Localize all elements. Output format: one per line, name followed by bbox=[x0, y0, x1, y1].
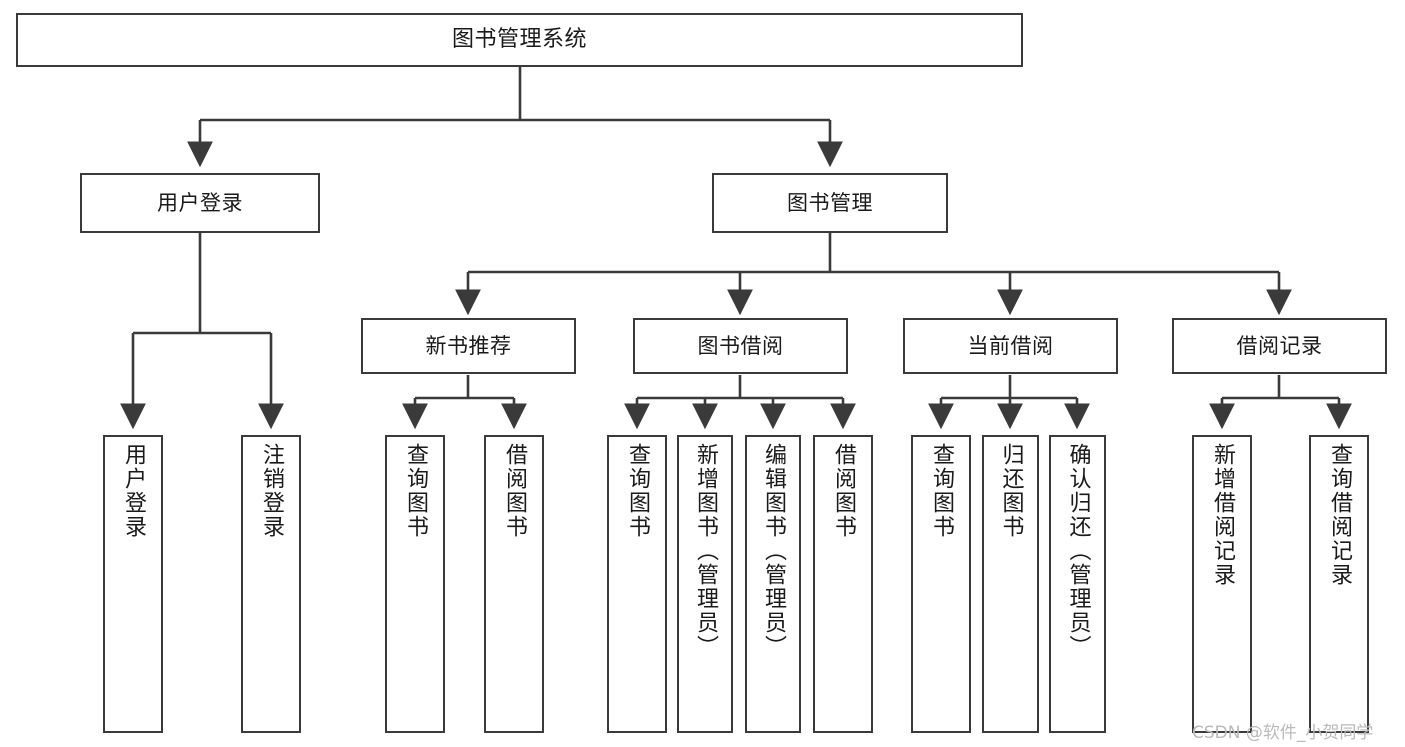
node-current-borrow[interactable]: 当前借阅 bbox=[903, 318, 1118, 374]
node-new-book-recommend-label: 新书推荐 bbox=[425, 333, 512, 358]
node-root-label: 图书管理系统 bbox=[451, 27, 587, 53]
leaf-book-borrow-2-label: 编辑图书（管理员） bbox=[761, 443, 786, 659]
leaf-user-login-1[interactable]: 注销登录 bbox=[241, 435, 301, 733]
leaf-current-borrow-2[interactable]: 确认归还（管理员） bbox=[1049, 435, 1106, 733]
leaf-user-login-1-label: 注销登录 bbox=[259, 443, 284, 539]
node-current-borrow-label: 当前借阅 bbox=[967, 333, 1054, 358]
node-root[interactable]: 图书管理系统 bbox=[16, 13, 1023, 67]
node-borrow-record[interactable]: 借阅记录 bbox=[1172, 318, 1387, 374]
leaf-new-book-recommend-1-label: 借阅图书 bbox=[502, 443, 527, 539]
node-book-manage[interactable]: 图书管理 bbox=[712, 173, 948, 233]
leaf-borrow-record-1[interactable]: 查询借阅记录 bbox=[1309, 435, 1369, 733]
leaf-current-borrow-0-label: 查询图书 bbox=[929, 443, 954, 539]
leaf-book-borrow-1-label: 新增图书（管理员） bbox=[693, 443, 718, 659]
leaf-book-borrow-0-label: 查询图书 bbox=[625, 443, 650, 539]
leaf-new-book-recommend-0[interactable]: 查询图书 bbox=[385, 435, 445, 733]
leaf-current-borrow-2-label: 确认归还（管理员） bbox=[1065, 443, 1091, 659]
node-book-borrow-label: 图书借阅 bbox=[697, 333, 784, 358]
leaf-borrow-record-1-label: 查询借阅记录 bbox=[1327, 443, 1352, 587]
leaf-book-borrow-2[interactable]: 编辑图书（管理员） bbox=[745, 435, 801, 733]
leaf-book-borrow-3-label: 借阅图书 bbox=[831, 443, 856, 539]
leaf-borrow-record-0[interactable]: 新增借阅记录 bbox=[1192, 435, 1252, 733]
node-user-login-label: 用户登录 bbox=[157, 190, 243, 215]
node-book-borrow[interactable]: 图书借阅 bbox=[633, 318, 848, 374]
leaf-borrow-record-0-label: 新增借阅记录 bbox=[1210, 443, 1235, 587]
node-new-book-recommend[interactable]: 新书推荐 bbox=[361, 318, 576, 374]
leaf-new-book-recommend-1[interactable]: 借阅图书 bbox=[484, 435, 544, 733]
leaf-book-borrow-0[interactable]: 查询图书 bbox=[607, 435, 667, 733]
leaf-current-borrow-0[interactable]: 查询图书 bbox=[911, 435, 971, 733]
csdn-watermark: CSDN @软件_小贺同学 bbox=[1192, 723, 1374, 743]
leaf-current-borrow-1[interactable]: 归还图书 bbox=[982, 435, 1039, 733]
leaf-current-borrow-1-label: 归还图书 bbox=[998, 443, 1024, 539]
node-borrow-record-label: 借阅记录 bbox=[1236, 333, 1323, 358]
node-user-login[interactable]: 用户登录 bbox=[80, 173, 320, 233]
leaf-book-borrow-3[interactable]: 借阅图书 bbox=[813, 435, 873, 733]
leaf-user-login-0[interactable]: 用户登录 bbox=[103, 435, 163, 733]
leaf-new-book-recommend-0-label: 查询图书 bbox=[403, 443, 428, 539]
node-book-manage-label: 图书管理 bbox=[787, 190, 873, 215]
leaf-user-login-0-label: 用户登录 bbox=[121, 443, 146, 539]
leaf-book-borrow-1[interactable]: 新增图书（管理员） bbox=[677, 435, 733, 733]
